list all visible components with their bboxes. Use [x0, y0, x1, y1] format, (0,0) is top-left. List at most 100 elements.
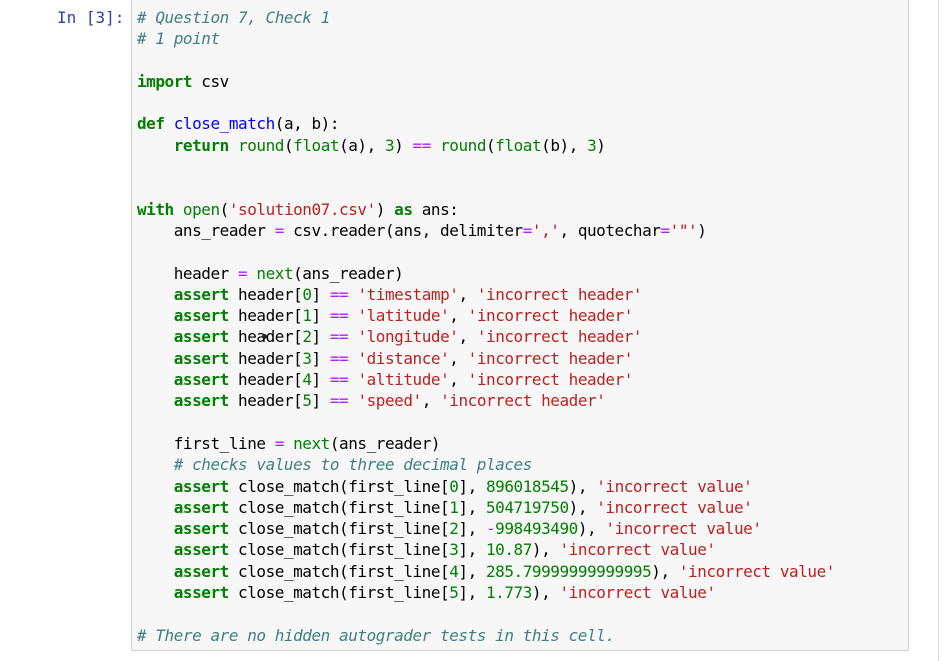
code-token-plain [247, 264, 256, 283]
code-token-plain: ( [486, 135, 496, 155]
code-token-plain [174, 200, 183, 219]
code-token-plain: close_match(first_line[ [228, 497, 450, 517]
code-line[interactable]: # Question 7, Check 1 [137, 7, 835, 28]
code-token-string: 'latitude' [357, 306, 450, 326]
code-line[interactable] [137, 177, 835, 198]
code-token-plain: close_match(first_line[ [228, 583, 450, 603]
code-line[interactable]: assert close_match(first_line[5], 1.773)… [137, 582, 835, 603]
code-token-builtin: next [293, 433, 330, 453]
code-token-plain: ], [458, 561, 486, 581]
code-token-number: 1 [302, 306, 312, 326]
code-token-plain: header[ [228, 284, 303, 304]
code-token-operator: - [485, 519, 496, 539]
code-line[interactable]: # 1 point [137, 28, 835, 49]
code-token-keyword: assert [173, 284, 230, 304]
code-line[interactable]: # checks values to three decimal places [137, 454, 835, 475]
code-token-plain: , [449, 306, 468, 326]
code-token-plain: ] [311, 306, 330, 326]
code-line[interactable]: with open('solution07.csv') as ans: [137, 199, 835, 220]
code-token-number: 5 [449, 583, 459, 603]
code-line[interactable]: header = next(ans_reader) [137, 263, 835, 284]
code-token-string: 'distance' [357, 348, 450, 368]
code-line[interactable]: # There are no hidden autograder tests i… [137, 625, 835, 646]
code-cell-editor[interactable]: # Question 7, Check 1 # 1 point import cs… [131, 0, 909, 651]
code-token-comment: # 1 point [137, 29, 220, 49]
code-token-operator: == [329, 327, 349, 347]
code-token-number: 10.87 [485, 540, 532, 560]
code-token-builtin: round [238, 135, 284, 155]
code-token-string: 'incorrect header' [440, 391, 606, 411]
code-token-operator: == [329, 284, 349, 304]
code-line[interactable] [137, 241, 835, 262]
code-token-plain: header[ [228, 348, 303, 368]
code-line[interactable]: first_line = next(ans_reader) [137, 433, 835, 454]
code-line[interactable]: assert close_match(first_line[0], 896018… [137, 476, 835, 497]
notebook-right-border [938, 0, 939, 661]
code-line[interactable]: return round(float(a), 3) == round(float… [137, 135, 835, 156]
code-token-comment: # There are no hidden autograder tests i… [137, 625, 615, 645]
code-line[interactable]: assert header[5] == 'speed', 'incorrect … [137, 390, 835, 411]
code-token-string: 'longitude' [357, 327, 459, 347]
code-token-plain: , [449, 348, 468, 368]
code-line[interactable] [137, 156, 835, 177]
code-token-keyword: def [137, 114, 165, 134]
code-line[interactable]: assert header[0] == 'timestamp', 'incorr… [137, 284, 835, 305]
code-token-plain [431, 136, 440, 155]
code-token-keyword: import [137, 71, 193, 91]
code-token-operator: = [522, 220, 533, 240]
code-token-keyword: assert [173, 540, 230, 560]
code-token-plain [137, 562, 174, 581]
code-line[interactable]: import csv [137, 71, 835, 92]
code-token-builtin: round [440, 135, 487, 155]
code-token-plain: , [421, 391, 441, 411]
code-token-number: 3 [384, 135, 395, 155]
code-token-plain: csv.reader(ans, delimiter [283, 220, 523, 240]
code-token-number: 4 [449, 561, 459, 581]
code-token-plain [137, 498, 174, 517]
code-line[interactable]: assert header[2] == 'longitude', 'incorr… [137, 326, 835, 347]
code-token-plain: close_match(first_line[ [228, 561, 450, 581]
code-token-plain [137, 540, 174, 559]
code-line[interactable] [137, 412, 835, 433]
code-token-number: 504719750 [485, 497, 569, 517]
code-line[interactable]: assert close_match(first_line[2], -99849… [137, 518, 835, 539]
code-token-plain: header[ [238, 327, 303, 347]
code-line[interactable] [137, 603, 835, 624]
code-token-plain: , [449, 370, 468, 390]
code-token-plain: first_line [137, 433, 275, 453]
code-token-string: 'incorrect header' [467, 370, 634, 390]
code-line[interactable]: assert header[4] == 'altitude', 'incorre… [137, 369, 835, 390]
code-token-plain [137, 349, 174, 368]
code-token-number: 0 [302, 284, 312, 304]
code-token-plain: , [458, 327, 477, 347]
code-token-plain: ] [311, 370, 330, 390]
code-line[interactable]: assert header[3] == 'distance', 'incorre… [137, 348, 835, 369]
code-line[interactable] [137, 92, 835, 113]
code-token-plain [137, 477, 174, 496]
code-line[interactable]: assert header[1] == 'latitude', 'incorre… [137, 305, 835, 326]
code-line[interactable]: assert close_match(first_line[4], 285.79… [137, 561, 836, 582]
code-token-plain: ], [458, 497, 486, 517]
code-token-plain: ), [568, 476, 597, 496]
code-token-number: 2 [302, 327, 312, 347]
code-token-plain: ], [458, 540, 486, 560]
code-line[interactable]: def close_match(a, b): [137, 113, 835, 134]
code-line[interactable]: assert close_match(first_line[3], 10.87)… [137, 539, 835, 560]
code-token-plain: ], [458, 519, 486, 539]
code-token-plain: header [137, 263, 239, 283]
code-token-keyword: assert [173, 476, 230, 496]
code-token-comment: # Question 7, Check 1 [137, 8, 330, 27]
code-token-plain [137, 306, 174, 325]
code-token-string: 'incorrect header' [476, 327, 643, 347]
code-token-number: 3 [302, 348, 312, 368]
code-line[interactable] [137, 50, 835, 71]
code-token-string: 'speed' [357, 391, 422, 411]
code-line[interactable]: ans_reader = csv.reader(ans, delimiter='… [137, 220, 835, 241]
code-token-keyword: as [394, 199, 413, 219]
code-token-plain [137, 391, 174, 410]
code-line[interactable]: assert close_match(first_line[1], 504719… [137, 497, 835, 518]
code-content[interactable]: # Question 7, Check 1 # 1 point import cs… [137, 7, 835, 646]
code-token-plain: close_match(first_line[ [228, 519, 450, 539]
code-token-string: 'incorrect value' [559, 540, 716, 560]
code-token-plain: header[ [228, 391, 303, 411]
